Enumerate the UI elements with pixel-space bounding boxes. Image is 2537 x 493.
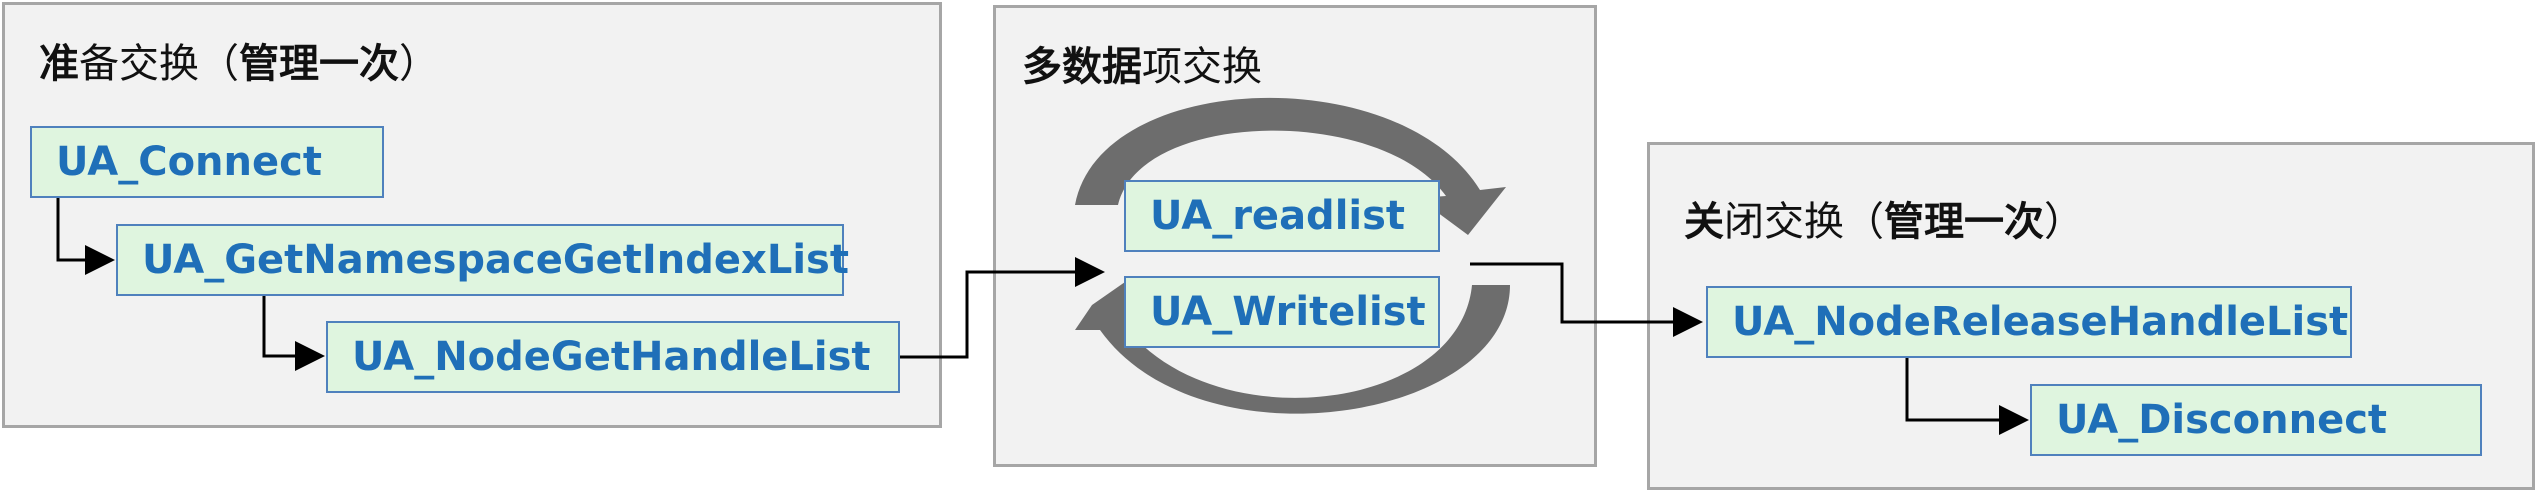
node-ua-node-get-handle-list[interactable]: UA_NodeGetHandleList <box>326 321 900 393</box>
node-ua-readlist[interactable]: UA_readlist <box>1124 180 1440 252</box>
node-ua-get-namespace-label: UA_GetNamespaceGetIndexList <box>142 237 849 283</box>
node-ua-disconnect[interactable]: UA_Disconnect <box>2030 384 2482 456</box>
node-ua-writelist[interactable]: UA_Writelist <box>1124 276 1440 348</box>
connector-prepare-to-exchange <box>900 257 1105 359</box>
node-ua-node-release-handle-list[interactable]: UA_NodeReleaseHandleList <box>1706 286 2352 358</box>
connector-exchange-to-close <box>1470 262 1703 337</box>
node-ua-get-namespace-get-index-list[interactable]: UA_GetNamespaceGetIndexList <box>116 224 849 296</box>
node-ua-node-release-label: UA_NodeReleaseHandleList <box>1732 299 2349 345</box>
node-ua-node-get-handle-label: UA_NodeGetHandleList <box>352 334 871 380</box>
node-ua-connect-label: UA_Connect <box>56 139 322 185</box>
group-exchange-title: 多数据项交换 <box>1022 44 1262 90</box>
group-prepare-title: 准备交换（管理一次） <box>39 41 439 87</box>
node-ua-writelist-label: UA_Writelist <box>1150 289 1426 335</box>
node-ua-disconnect-label: UA_Disconnect <box>2056 397 2388 443</box>
connector-connect-to-getnamespace <box>56 198 115 275</box>
connector-getnamespace-to-nodegethandle <box>262 292 325 371</box>
connector-release-to-disconnect <box>1905 358 2029 435</box>
group-close-title: 关闭交换（管理一次） <box>1684 199 2084 245</box>
node-ua-readlist-label: UA_readlist <box>1150 193 1406 239</box>
cycle-arrow-bottom <box>1075 282 1510 414</box>
cycle-arrow-top <box>1075 97 1506 236</box>
node-ua-connect[interactable]: UA_Connect <box>30 126 384 198</box>
